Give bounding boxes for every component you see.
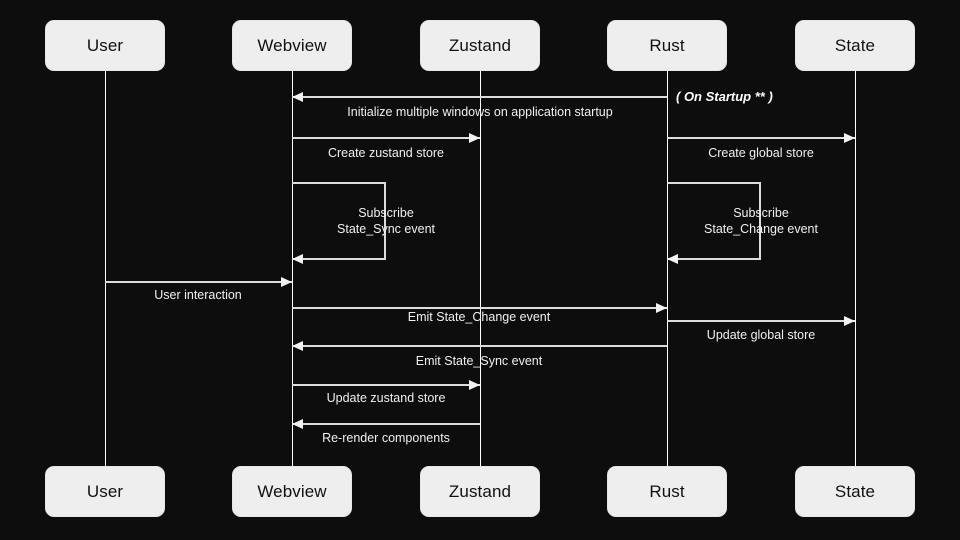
participant-label: Rust — [649, 482, 685, 501]
participant-label: State — [834, 482, 876, 501]
message-line-m9 — [292, 345, 667, 347]
arrowhead-m1 — [292, 92, 303, 102]
message-label-m10: Update zustand store — [326, 391, 446, 405]
message-line-m10 — [292, 384, 480, 386]
participant-label: User — [86, 482, 124, 501]
message-label-m2: Create zustand store — [327, 146, 445, 160]
message-label-m1: Initialize multiple windows on applicati… — [347, 105, 613, 119]
message-line-m2 — [292, 137, 480, 139]
lifeline-user — [105, 71, 106, 466]
message-label-m3: Create global store — [708, 146, 814, 160]
participant-box-user-bottom[interactable]: User — [45, 466, 165, 517]
participant-box-zustand-bottom[interactable]: Zustand — [420, 466, 540, 517]
arrowhead-m8 — [844, 316, 855, 326]
participant-label: Zustand — [448, 482, 512, 501]
participant-label: User — [86, 36, 124, 55]
participant-box-state-top[interactable]: State — [795, 20, 915, 71]
participant-box-webview-bottom[interactable]: Webview — [232, 466, 352, 517]
message-line-m8 — [667, 320, 855, 322]
lifeline-webview — [292, 71, 293, 466]
participant-box-user-top[interactable]: User — [45, 20, 165, 71]
self-message-label-line2: State_Sync event — [337, 222, 435, 236]
arrowhead-m2 — [469, 133, 480, 143]
arrowhead-m9 — [292, 341, 303, 351]
participant-box-webview-top[interactable]: Webview — [232, 20, 352, 71]
message-label-m8: Update global store — [706, 328, 816, 342]
lifeline-state — [855, 71, 856, 466]
participant-label: Webview — [257, 36, 327, 55]
message-label-m7: Emit State_Change event — [407, 310, 551, 324]
participant-label: State — [834, 36, 876, 55]
arrowhead-s1 — [292, 254, 303, 264]
self-message-label-line2: State_Change event — [704, 222, 818, 236]
message-line-m11 — [292, 423, 480, 425]
participant-label: Rust — [649, 36, 685, 55]
note-on-startup: ( On Startup ** ) — [676, 89, 773, 104]
arrowhead-s2 — [667, 254, 678, 264]
participant-box-state-bottom[interactable]: State — [795, 466, 915, 517]
participant-box-zustand-top[interactable]: Zustand — [420, 20, 540, 71]
participant-box-rust-top[interactable]: Rust — [607, 20, 727, 71]
arrowhead-m7 — [656, 303, 667, 313]
self-message-loop-s2 — [667, 182, 761, 260]
arrowhead-m10 — [469, 380, 480, 390]
participant-label: Webview — [257, 482, 327, 501]
message-line-m7 — [292, 307, 667, 309]
self-message-label-line1: Subscribe — [358, 206, 414, 220]
message-line-m1 — [292, 96, 667, 98]
lifeline-rust — [667, 71, 668, 466]
lifeline-zustand — [480, 71, 481, 466]
message-label-m6: User interaction — [154, 288, 242, 302]
arrowhead-m3 — [844, 133, 855, 143]
message-line-m3 — [667, 137, 855, 139]
self-message-loop-s1 — [292, 182, 386, 260]
participant-label: Zustand — [448, 36, 512, 55]
participant-box-rust-bottom[interactable]: Rust — [607, 466, 727, 517]
self-message-label-line1: Subscribe — [733, 206, 789, 220]
arrowhead-m11 — [292, 419, 303, 429]
message-label-m11: Re-render components — [322, 431, 450, 445]
arrowhead-m6 — [281, 277, 292, 287]
message-label-m9: Emit State_Sync event — [415, 354, 543, 368]
message-line-m6 — [105, 281, 292, 283]
